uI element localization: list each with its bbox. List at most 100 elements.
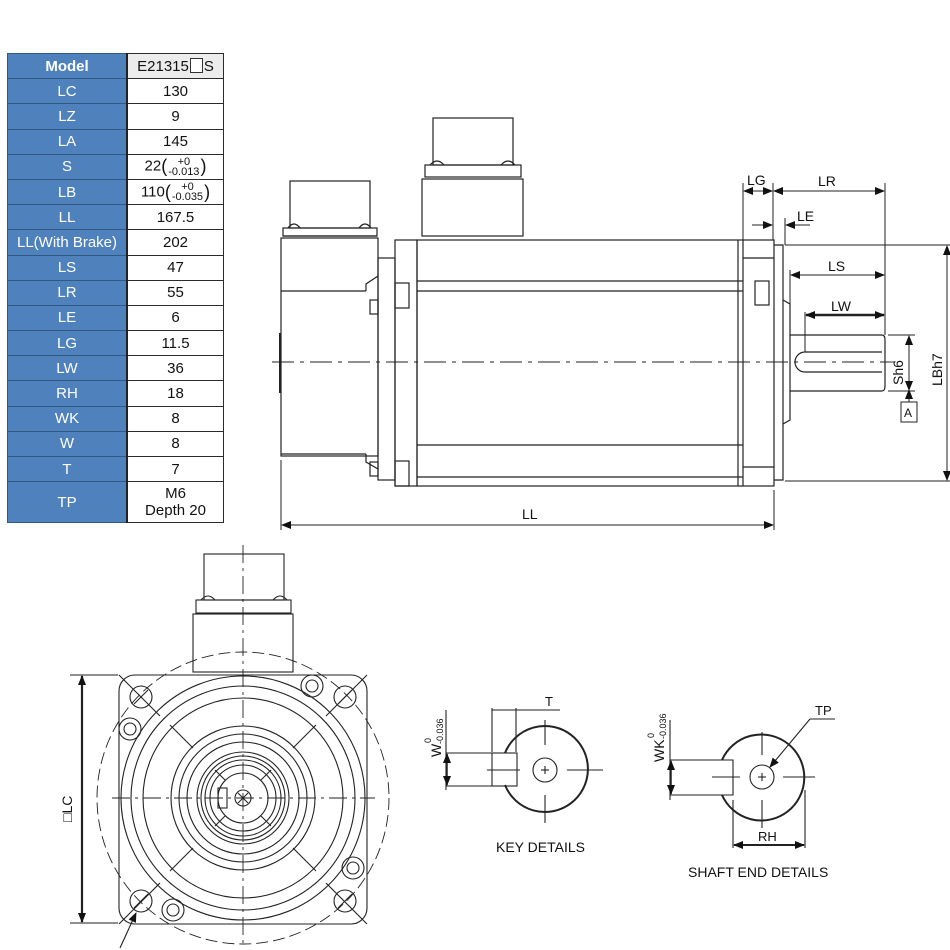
row-value: 6 <box>126 304 224 332</box>
label-wk: WK <box>651 739 667 762</box>
label-wk-tol: WK 0 -0.036 <box>646 713 668 762</box>
label-ll: LL <box>522 506 538 522</box>
row-value: 8 <box>126 405 224 432</box>
label-w-tol-upper: 0 <box>423 738 433 743</box>
row-key: LZ <box>7 103 128 130</box>
motor-body <box>416 239 775 487</box>
label-lg: LG <box>747 172 766 188</box>
encoder-connector <box>282 180 378 237</box>
header-model-value: E21315 S <box>126 52 224 80</box>
label-w-tol-lower: -0.036 <box>435 718 445 744</box>
bolt-head <box>161 898 185 922</box>
row-key: WK <box>7 405 128 432</box>
label-w: W <box>428 743 444 757</box>
row-key: LA <box>7 128 128 155</box>
model-placeholder-box-icon <box>189 57 203 73</box>
value-line2: Depth 20 <box>145 502 206 520</box>
label-w-tol: W 0 -0.036 <box>423 718 445 757</box>
row-key: LE <box>7 304 128 332</box>
shaft-end-details-title: SHAFT END DETAILS <box>688 864 828 880</box>
label-sh6: Sh6 <box>890 360 906 385</box>
model-suffix: S <box>203 57 214 75</box>
shaft <box>790 334 886 392</box>
label-tp: TP <box>815 703 832 718</box>
mounting-hole <box>118 674 161 717</box>
row-key: LW <box>7 355 128 382</box>
key-details-title: KEY DETAILS <box>496 839 585 855</box>
row-value: 18 <box>126 380 224 407</box>
row-value: 55 <box>126 279 224 306</box>
rear-housing <box>280 237 379 457</box>
model-prefix: E21315 <box>137 57 189 75</box>
row-value: 11.5 <box>126 330 224 357</box>
mounting-hole <box>325 882 368 925</box>
label-ls: LS <box>828 258 845 274</box>
row-value: 8 <box>126 430 224 458</box>
row-key: LL <box>7 204 128 231</box>
bolt-head <box>300 674 324 698</box>
label-datum-a: A <box>904 406 912 420</box>
label-lc: □LC <box>59 796 75 822</box>
row-value-tolerance: 22(+0-0.013) <box>126 153 224 180</box>
value-line1: M6 <box>165 485 186 503</box>
nominal: 22 <box>144 157 162 175</box>
power-connector <box>421 117 524 237</box>
row-key: LS <box>7 254 128 281</box>
label-rh: RH <box>758 829 777 844</box>
label-le: LE <box>797 208 814 224</box>
row-key: RH <box>7 380 128 407</box>
mounting-hole <box>325 674 368 717</box>
table-header-row: Model E21315 S <box>7 52 224 80</box>
row-value: 7 <box>126 455 224 483</box>
tp-leader <box>769 718 811 768</box>
row-key: LC <box>7 78 128 105</box>
table-row: LB 110(+0-0.035) <box>7 178 224 206</box>
row-key: W <box>7 430 128 458</box>
bolt-head <box>341 856 365 880</box>
label-t: T <box>545 694 553 709</box>
header-key: Model <box>7 52 128 80</box>
row-key: LG <box>7 330 128 357</box>
label-lbh7: LBh7 <box>929 353 945 386</box>
side-view-labels: LG LR LE LS LW Sh6 LBh7 A LL <box>522 172 945 522</box>
label-wk-tol-lower: -0.036 <box>658 713 668 739</box>
tol-upper: +0 <box>181 181 194 194</box>
nominal: 110 <box>140 183 165 200</box>
label-lr: LR <box>818 173 836 189</box>
datum-a-box <box>900 401 918 423</box>
table-row: S 22(+0-0.013) <box>7 153 224 180</box>
row-key: TP <box>7 481 128 524</box>
row-key: T <box>7 455 128 483</box>
row-value: 145 <box>126 128 224 155</box>
row-key: LB <box>7 178 128 206</box>
row-value: 47 <box>126 254 224 281</box>
row-value: 36 <box>126 355 224 382</box>
mounting-hole <box>118 882 161 925</box>
bolt-head <box>118 717 142 741</box>
row-value: 130 <box>126 78 224 105</box>
tol-lower: -0.013 <box>168 165 200 178</box>
row-key: LL(With Brake) <box>7 229 128 256</box>
key-details <box>443 708 603 823</box>
tol-upper: +0 <box>177 155 191 168</box>
label-wk-tol-upper: 0 <box>646 733 656 738</box>
front-view <box>70 545 390 949</box>
row-value: 167.5 <box>126 204 224 231</box>
tol-lower: -0.035 <box>171 191 204 204</box>
label-lw: LW <box>831 298 852 314</box>
